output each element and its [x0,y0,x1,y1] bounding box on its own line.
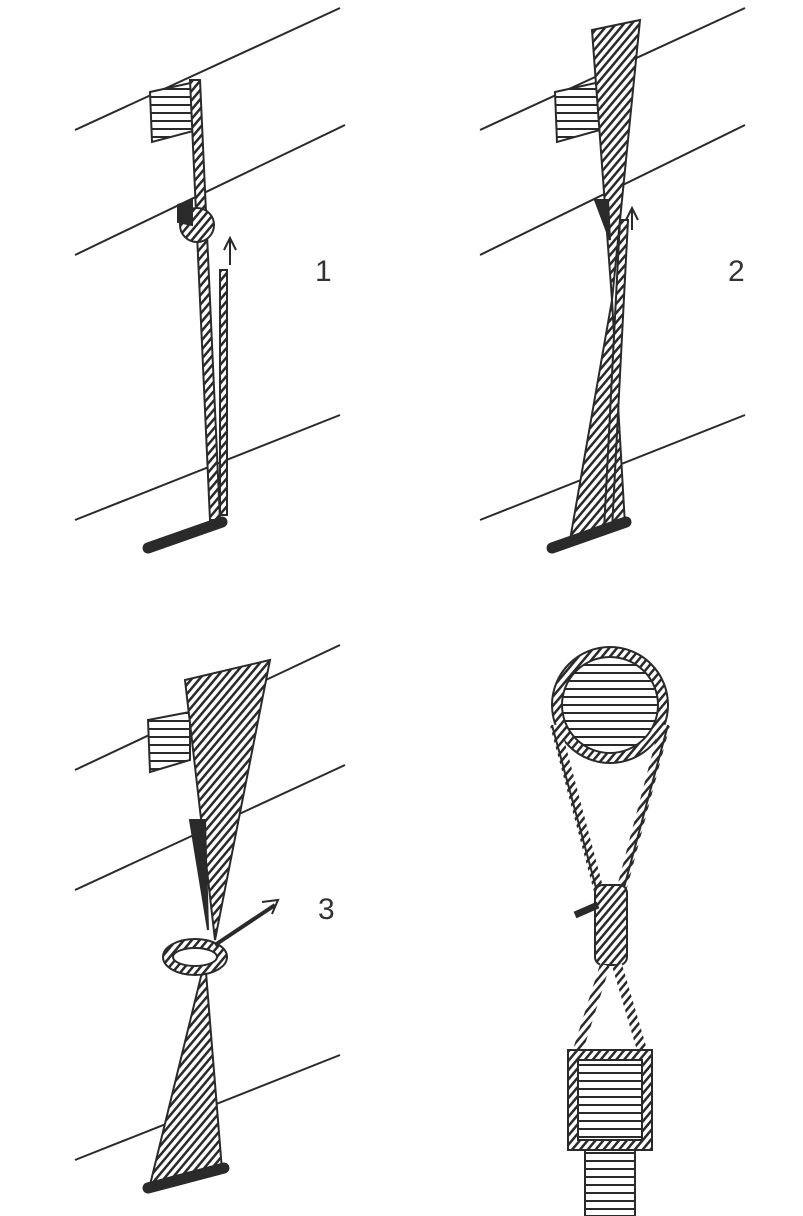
step-2-drawing [479,7,746,554]
step-label-2: 2 [728,255,745,288]
step-3-drawing [74,644,346,1194]
step-label-1: 1 [315,255,332,288]
step-1-drawing [74,7,346,554]
step-label-3: 3 [318,893,335,926]
finished-lashing-drawing [550,646,670,1216]
